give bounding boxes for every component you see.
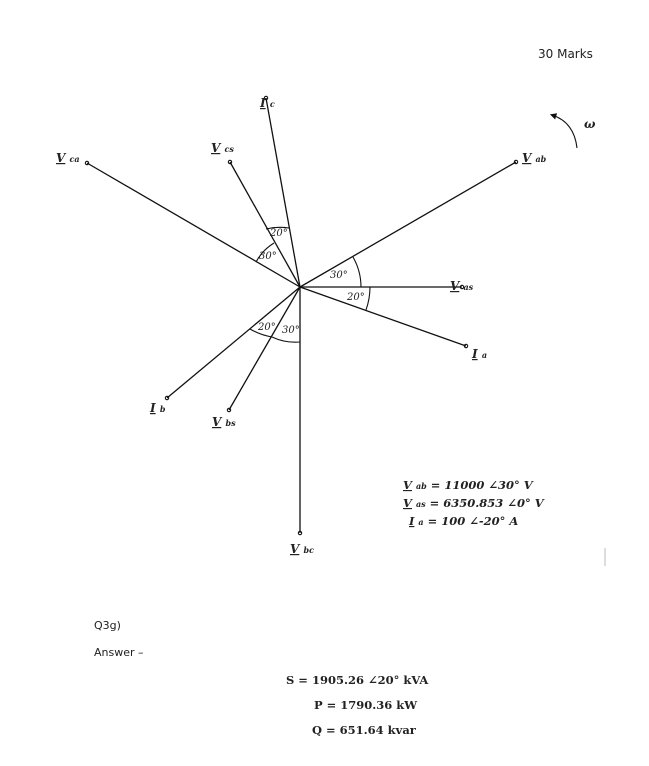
label-v-ca: V ca <box>56 151 80 165</box>
angle-label-20-c: 20° <box>269 228 288 239</box>
angle-arcs <box>249 226 371 343</box>
equation-v-ab: V ab = 11000 ∠30° V <box>403 478 534 492</box>
rotation-arrow-icon <box>549 113 578 149</box>
answer-p: P = 1790.36 kW <box>314 698 418 712</box>
angle-label-20-a: 20° <box>346 292 365 303</box>
angle-label-30-b: 30° <box>282 325 300 336</box>
angle-label-30-a: 30° <box>330 270 348 281</box>
phasor-v-cs <box>227 159 301 288</box>
phasor-i-a <box>299 286 469 349</box>
answer-q: Q = 651.64 kvar <box>312 723 417 737</box>
label-v-bs: V bs <box>212 415 236 429</box>
angle-label-30-c: 30° <box>259 251 277 262</box>
label-i-b: I b <box>149 401 166 415</box>
phasor-lines <box>84 95 519 536</box>
phasor-i-c <box>263 95 301 288</box>
marks-label: 30 Marks <box>538 47 593 61</box>
label-v-ab: V ab <box>522 151 547 165</box>
label-i-a: I a <box>471 347 487 361</box>
equation-i-a: I a = 100 ∠-20° A <box>408 514 518 528</box>
angle-label-20-b: 20° <box>257 322 276 333</box>
answer-s: S = 1905.26 ∠20° kVA <box>286 673 429 687</box>
answer-label: Answer – <box>94 646 144 659</box>
phasor-v-ca <box>84 160 301 288</box>
phasor-i-b <box>164 286 301 401</box>
label-i-c: I c <box>259 96 275 110</box>
omega-label: ω <box>584 117 596 131</box>
label-v-cs: V cs <box>211 141 234 155</box>
equation-v-as: V as = 6350.853 ∠0° V <box>403 496 545 510</box>
question-label: Q3g) <box>94 619 121 632</box>
label-v-bc: V bc <box>290 542 314 556</box>
label-v-as: V as <box>450 279 474 293</box>
given-values: V ab = 11000 ∠30° V V as = 6350.853 ∠0° … <box>403 478 545 528</box>
phasor-labels: V ab V as I a V bc V bs I b V ca V cs I … <box>56 96 547 556</box>
phasor-v-bs <box>226 286 301 413</box>
phasor-v-ab <box>299 159 519 288</box>
